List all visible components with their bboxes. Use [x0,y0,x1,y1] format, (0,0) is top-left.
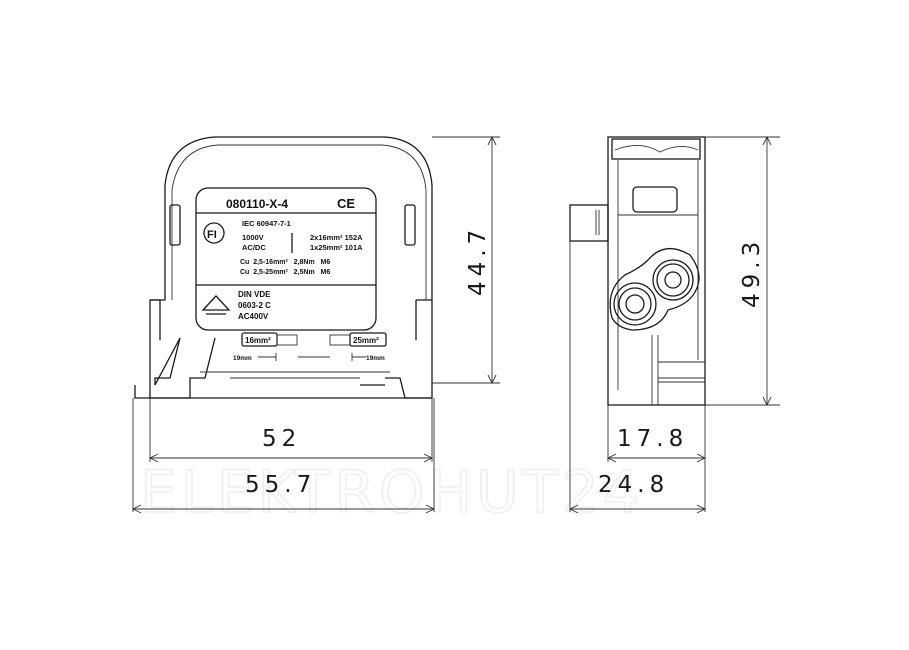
top-clamp [611,138,701,160]
terminal-screw-1 [652,259,694,301]
screw-window [632,186,678,213]
rating-2: 1x25mm² 101A [310,243,363,252]
dim-width-17-8: 17.8 [617,426,688,452]
fi-mark-icon [203,222,225,244]
cu-line-2: Cu 2,5-25mm² 2,5Nm M6 [240,269,330,276]
ce-mark: CE [337,196,355,211]
din-rail-foot [134,337,432,399]
front-dimensions: 44.7 52 55.7 [131,135,500,514]
side-body-outline [607,136,706,406]
front-view: 080110-X-4 CE FI IEC 60947-7-1 1000V AC/… [134,136,433,399]
left-slot [169,204,181,246]
tag-right [349,332,387,347]
strip-left-text: 19mm [233,355,252,362]
part-number: 080110-X-4 [226,197,288,211]
dim-width-24-8: 24.8 [598,472,669,498]
dim-width-52: 52 [262,426,301,452]
side-view [569,136,706,512]
dim-height-44-7: 44.7 [465,225,491,296]
vde-line-3: AC400V [238,312,269,321]
side-protrusion [569,204,609,242]
watermark: ELEKTROHUT24 [140,458,644,526]
voltage-text: 1000V [242,233,264,242]
cu-line-1: Cu 2,5-16mm² 2,8Nm M6 [240,259,330,266]
current-type-text: AC/DC [242,243,266,252]
strip-right-text: 19mm [366,355,385,362]
tag-right-text: 25mm² [353,336,379,345]
terminal-boss [609,248,700,331]
rating-1: 2x16mm² 152A [310,233,363,242]
vde-triangle-icon [201,295,231,315]
tag-left-text: 16mm² [245,336,271,345]
terminal-screw-2 [613,282,657,326]
vde-line-2: 0603-2 C [238,301,271,310]
vde-line-1: DIN VDE [238,290,271,299]
label-plate [195,187,377,331]
dim-height-49-3: 49.3 [739,237,765,308]
standard-text: IEC 60947-7-1 [242,219,291,228]
side-dimensions: 49.3 17.8 24.8 [568,135,780,514]
fi-mark-text: FI [207,229,217,241]
right-slot [404,204,416,246]
front-body-outline [149,136,433,399]
dim-width-55-7: 55.7 [245,472,316,498]
